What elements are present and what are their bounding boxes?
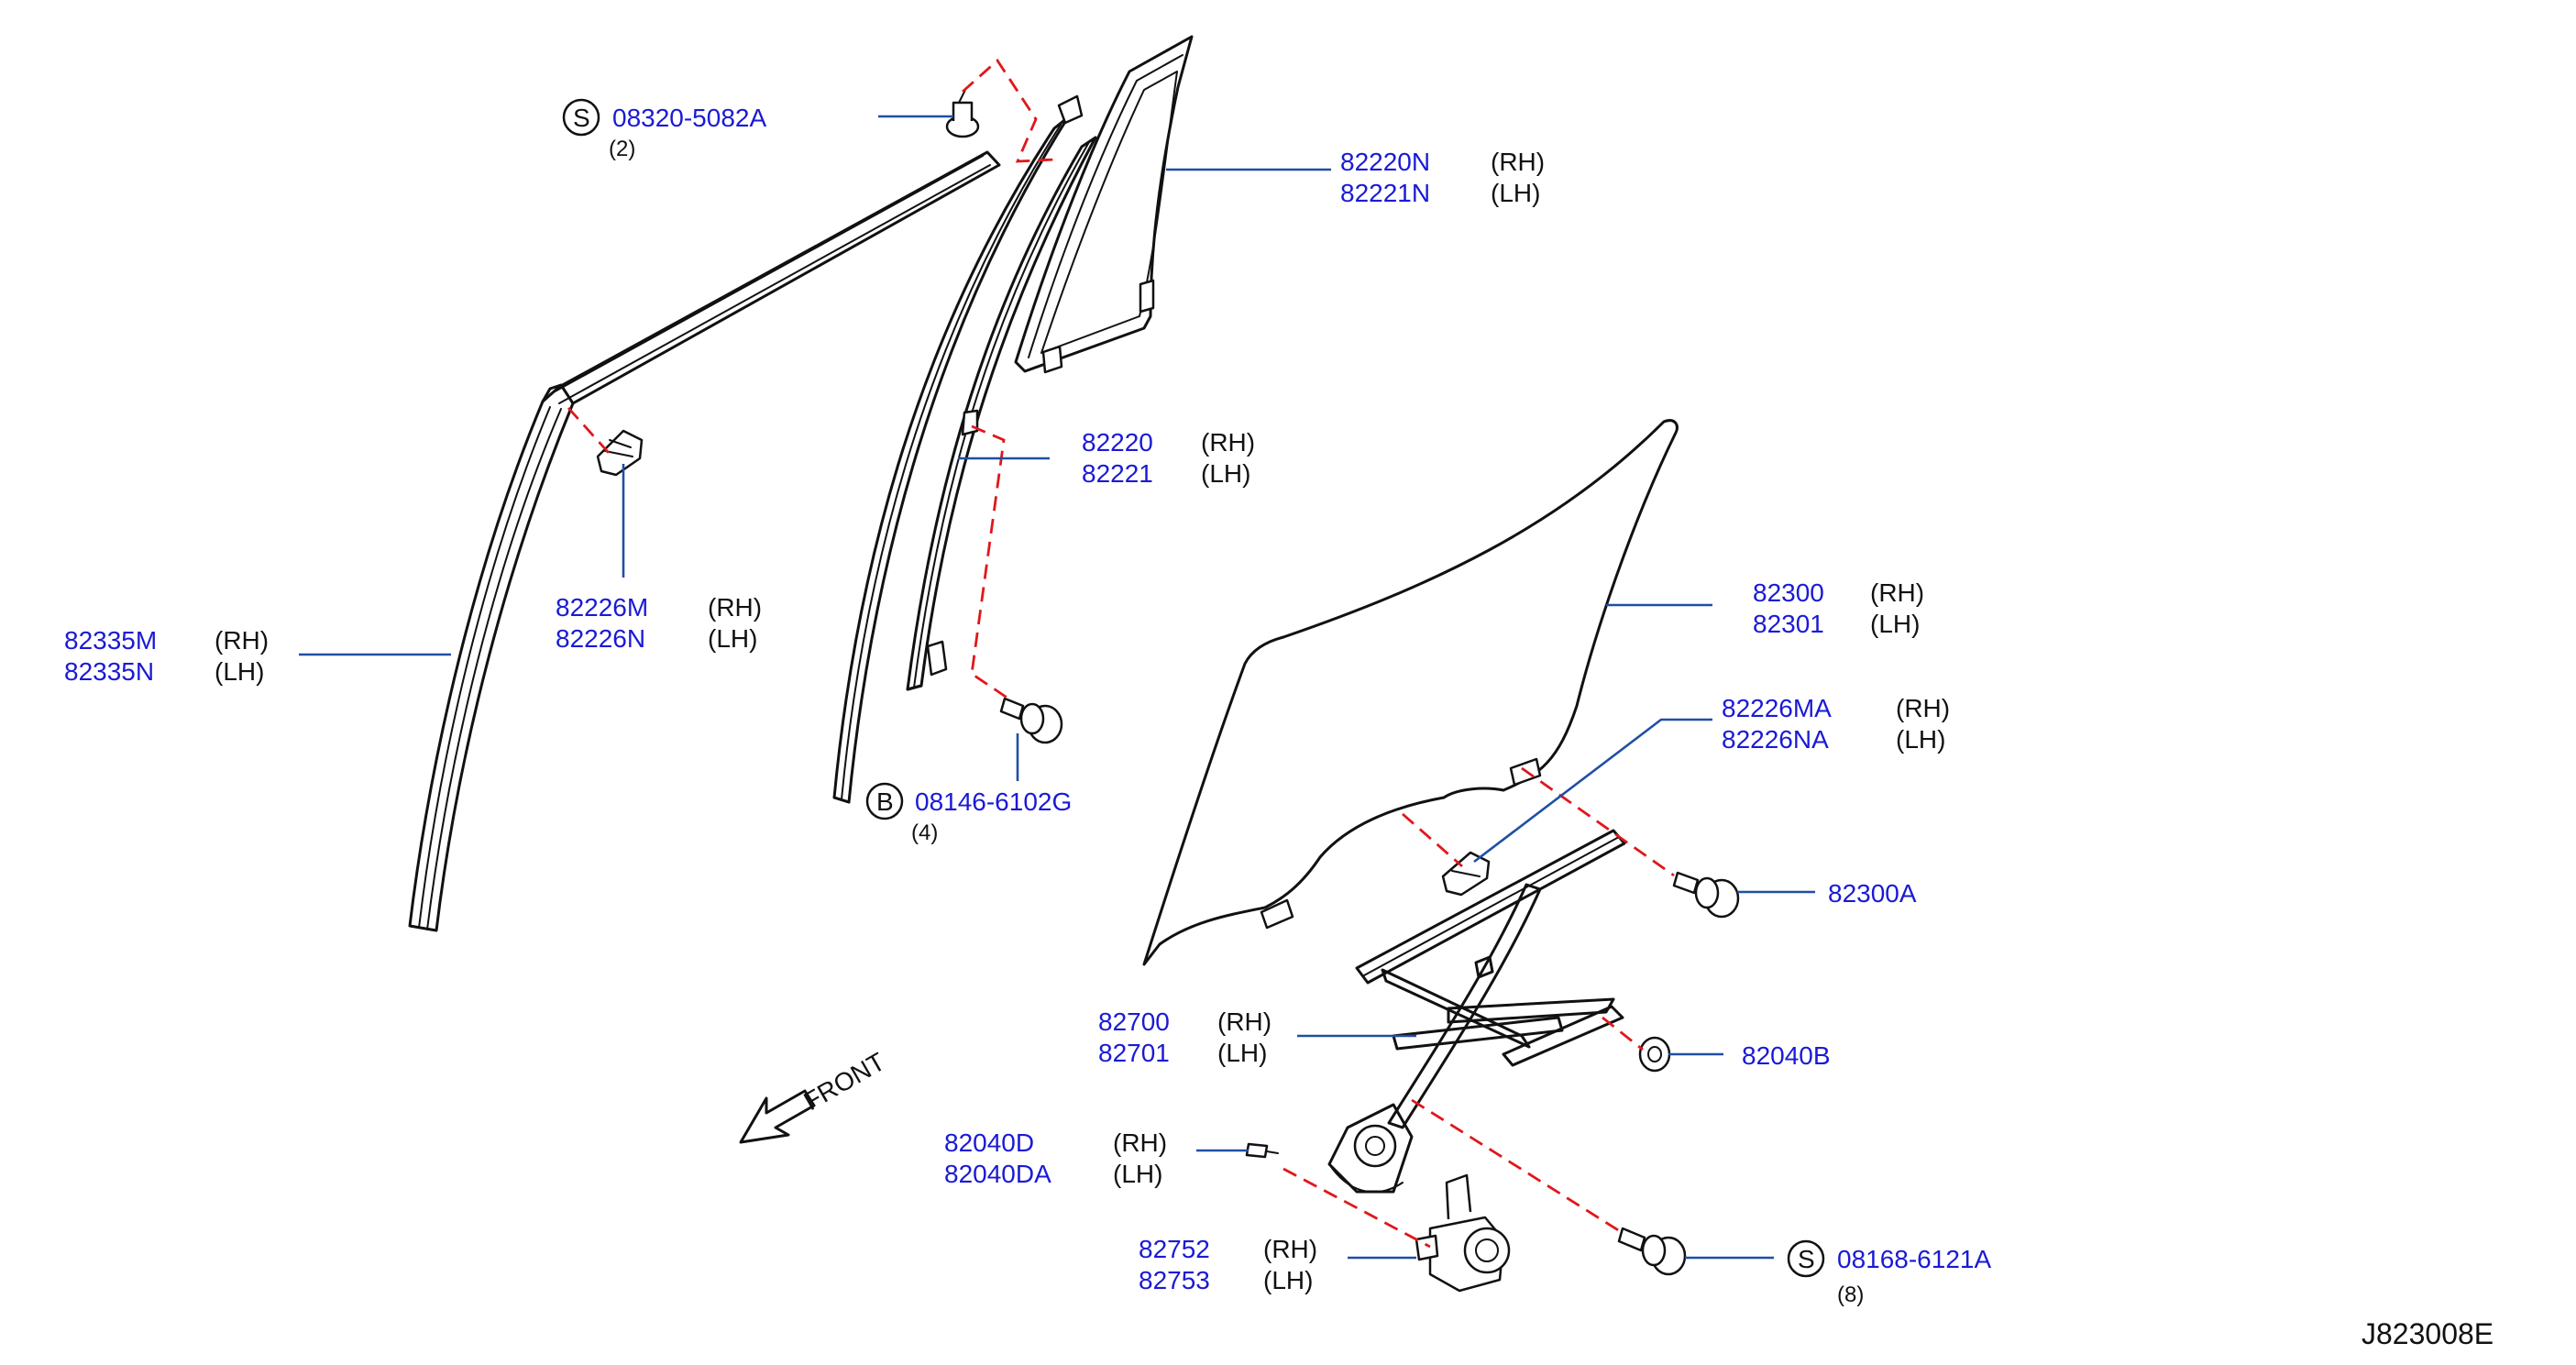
part-number: 08168-6121A [1837, 1245, 1991, 1273]
part-number: 82335N [64, 657, 154, 686]
leader-lines [299, 115, 1815, 1260]
callout-82040d: 82040D (RH) 82040DA (LH) [944, 1128, 1167, 1188]
part-number: 82226N [556, 624, 645, 653]
side-label: (RH) [1870, 578, 1924, 607]
sash-channel-rear [832, 116, 1097, 804]
part-number: 82226NA [1722, 725, 1829, 754]
part-number: 82752 [1139, 1235, 1210, 1263]
part-number: 08320-5082A [612, 104, 766, 132]
screw-08320-5082a [945, 87, 980, 138]
part-number: 82220 [1082, 428, 1153, 457]
callout-82040b: 82040B [1742, 1041, 1831, 1070]
front-arrow: FRONT [739, 1047, 890, 1144]
callout-08146-6102g: B 08146-6102G (4) [865, 782, 1072, 845]
callout-82220: 82220 (RH) 82221 (LH) [1082, 428, 1255, 488]
corner-glass-frame [1014, 35, 1194, 374]
bolt-82300a [1672, 871, 1740, 919]
side-label: (LH) [1201, 459, 1250, 488]
part-number: 82701 [1098, 1039, 1170, 1067]
part-number: 82226M [556, 593, 648, 622]
side-label: (RH) [215, 626, 269, 655]
side-label: (LH) [1263, 1266, 1313, 1294]
side-label: (RH) [708, 593, 762, 622]
part-number: 82753 [1139, 1266, 1210, 1294]
callout-82226ma: 82226MA (RH) 82226NA (LH) [1722, 694, 1950, 754]
quantity: (8) [1837, 1282, 1864, 1307]
regulator-motor [1415, 1173, 1511, 1293]
part-number: 82220N [1340, 148, 1430, 176]
bolt-08168-6121a [1617, 1227, 1687, 1276]
part-number: 82700 [1098, 1007, 1170, 1036]
part-number: 82040B [1742, 1041, 1831, 1070]
nut-82040b [1638, 1036, 1671, 1073]
callout-82300a: 82300A [1828, 879, 1917, 908]
quantity: (4) [911, 820, 938, 845]
part-number: 82300A [1828, 879, 1917, 908]
part-number: 82221 [1082, 459, 1153, 488]
side-label: (RH) [1217, 1007, 1271, 1036]
callout-82220n: 82220N (RH) 82221N (LH) [1340, 148, 1545, 207]
side-label: (RH) [1113, 1128, 1167, 1157]
side-label: (RH) [1896, 694, 1950, 722]
callout-08168-6121a: S 08168-6121A (8) [1787, 1239, 1991, 1307]
side-label: (RH) [1491, 148, 1545, 176]
part-number: 82040DA [944, 1160, 1051, 1188]
window-regulator [1327, 829, 1626, 1194]
part-number: 82040D [944, 1128, 1034, 1157]
callout-symbol: S [573, 104, 590, 132]
callout-82752: 82752 (RH) 82753 (LH) [1139, 1235, 1317, 1294]
side-label: (LH) [215, 657, 264, 686]
callout-82700: 82700 (RH) 82701 (LH) [1098, 1007, 1271, 1067]
side-label: (LH) [1491, 179, 1540, 207]
side-label: (LH) [1217, 1039, 1267, 1067]
part-number: 82335M [64, 626, 157, 655]
side-label: (LH) [1113, 1160, 1162, 1188]
bolt-82040d [1245, 1142, 1279, 1159]
quantity: (2) [609, 137, 635, 161]
part-number: 08146-6102G [915, 787, 1072, 816]
callout-symbol: B [876, 787, 894, 816]
door-glass [1142, 419, 1679, 966]
bolt-08146-6102g [999, 697, 1063, 744]
callout-08320-5082a: S 08320-5082A (2) [562, 98, 766, 161]
clip-82226m [596, 429, 644, 477]
sash-channel-outer [408, 150, 1001, 932]
side-label: (LH) [1896, 725, 1945, 754]
part-number: 82221N [1340, 179, 1430, 207]
callout-82226m: 82226M (RH) 82226N (LH) [556, 593, 762, 653]
side-label: (LH) [708, 624, 757, 653]
callout-symbol: S [1798, 1245, 1815, 1273]
callout-82335m: 82335M (RH) 82335N (LH) [64, 626, 269, 686]
callout-82300: 82300 (RH) 82301 (LH) [1753, 578, 1924, 638]
front-label: FRONT [799, 1047, 890, 1116]
side-label: (RH) [1201, 428, 1255, 457]
alignment-lines [567, 58, 1675, 1249]
part-number: 82300 [1753, 578, 1824, 607]
side-label: (LH) [1870, 610, 1920, 638]
clip-82226ma [1441, 851, 1491, 897]
diagram-ref: J823008E [2361, 1317, 2493, 1350]
side-label: (RH) [1263, 1235, 1317, 1263]
part-number: 82226MA [1722, 694, 1832, 722]
part-number: 82301 [1753, 610, 1824, 638]
